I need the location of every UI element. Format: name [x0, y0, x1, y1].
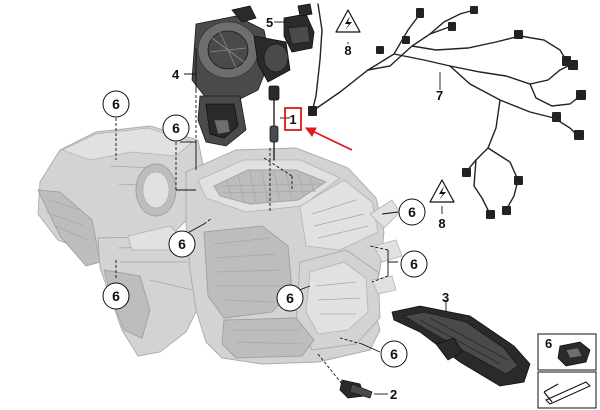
heater-housing: [185, 147, 403, 365]
left-air-duct: [37, 125, 205, 267]
callout-number: 6: [390, 346, 398, 362]
electrical-warning-icon: 8: [335, 9, 361, 58]
electrical-warning-icon: 8: [429, 179, 455, 231]
wiring-harness: [308, 3, 586, 219]
callout-6-d: 6: [102, 282, 130, 310]
callout-number: 6: [112, 96, 120, 112]
part-label-4: 4: [172, 67, 180, 82]
part-label-2: 2: [390, 387, 397, 402]
screw-direction-icon: [537, 371, 597, 409]
part-label-3: 3: [442, 290, 449, 305]
blower-resistor: [283, 3, 315, 53]
callout-number: 6: [286, 290, 294, 306]
callout-6-e: 6: [276, 284, 304, 312]
inset-label: 6: [545, 336, 552, 351]
part-label-1: 1: [289, 112, 296, 127]
part-label-7: 7: [436, 88, 443, 103]
part-label-8-bottom: 8: [438, 216, 445, 231]
intake-cover: [391, 305, 531, 387]
callout-6-a: 6: [102, 90, 130, 118]
callout-number: 6: [172, 120, 180, 136]
callout-6-g: 6: [400, 250, 428, 278]
inset-part-6: 6: [537, 333, 597, 371]
screw: [339, 379, 373, 399]
leader-lines: [115, 21, 447, 395]
blower-motor: [191, 5, 291, 147]
callout-6-c: 6: [168, 230, 196, 258]
callout-number: 6: [408, 204, 416, 220]
part-1-highlight: 1: [284, 107, 353, 151]
part-label-8-top: 8: [344, 43, 351, 58]
callout-6-b: 6: [162, 114, 190, 142]
callout-6-h: 6: [380, 340, 408, 368]
callout-number: 6: [410, 256, 418, 272]
callout-6-f: 6: [398, 198, 426, 226]
callout-number: 6: [178, 236, 186, 252]
temperature-sensor: [268, 85, 280, 161]
callout-number: 6: [112, 288, 120, 304]
part-label-5: 5: [266, 15, 273, 30]
